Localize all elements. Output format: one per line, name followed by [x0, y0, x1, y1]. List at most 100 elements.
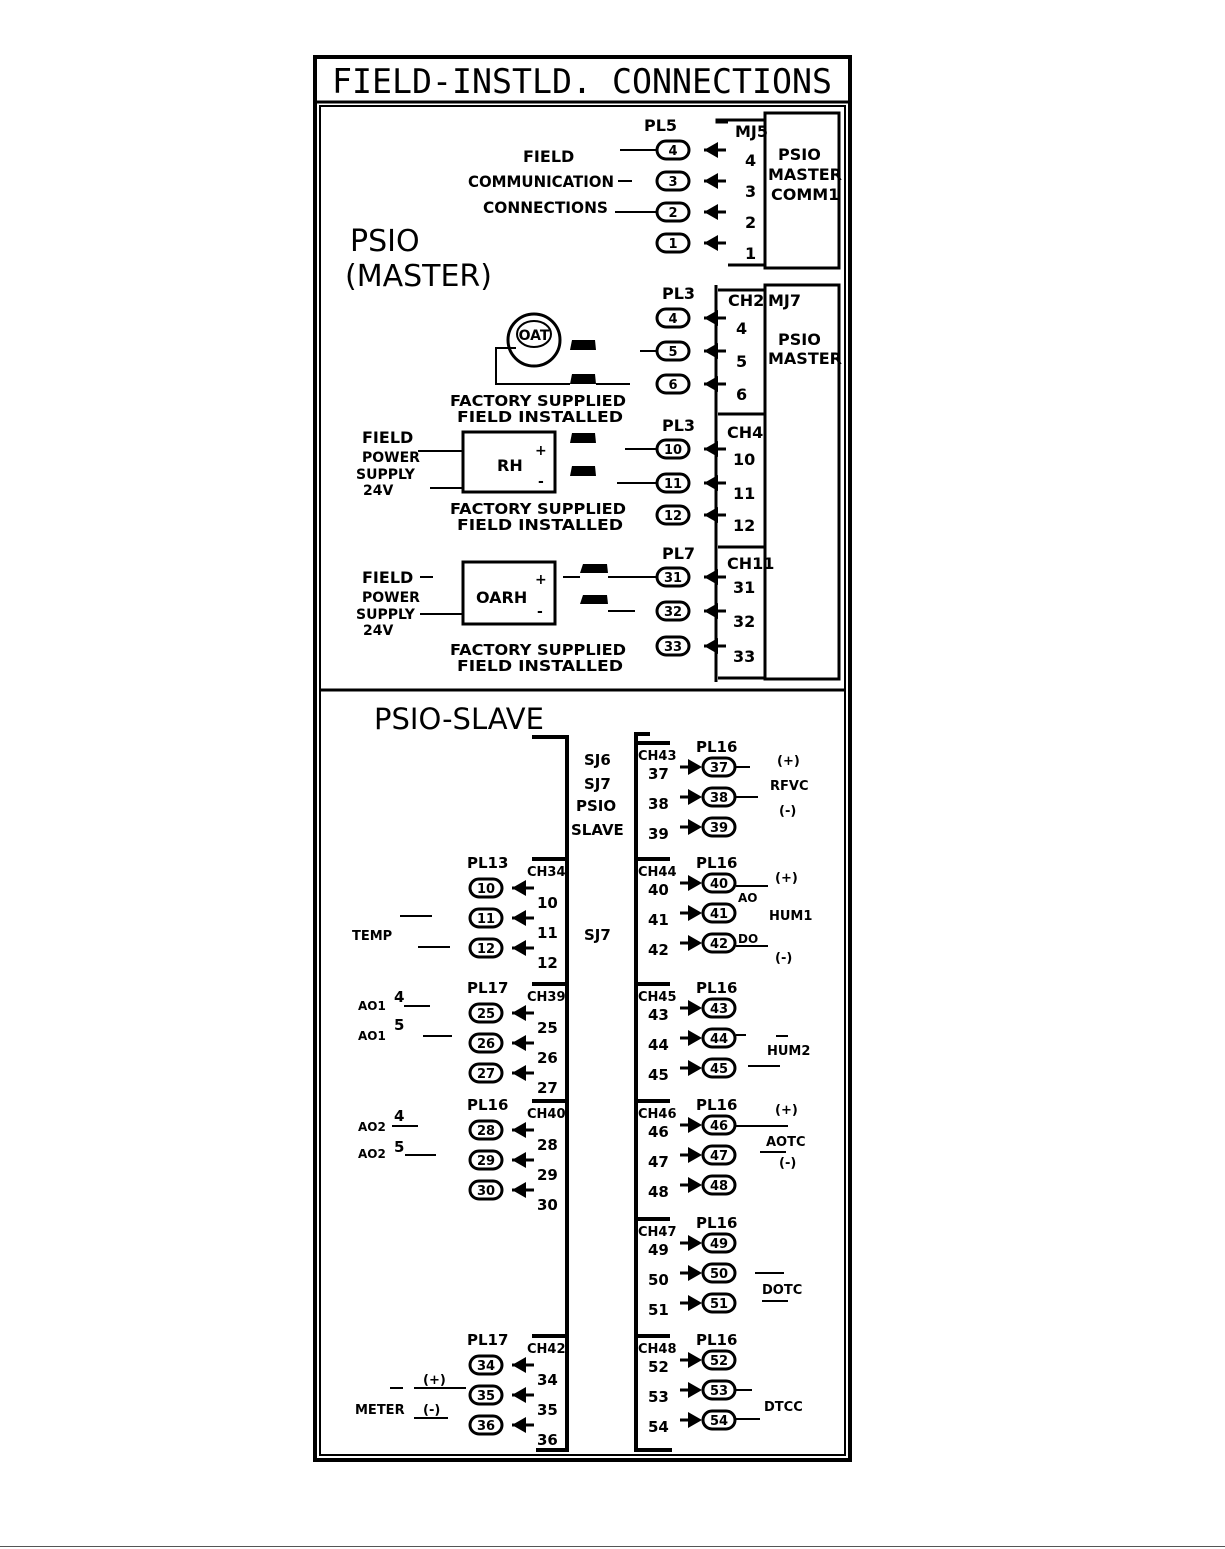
- comm-box-line2: MASTER: [768, 165, 842, 184]
- slave-right-3-pin-47-number: 47: [710, 1149, 728, 1164]
- slave-right-0-pin-39-label: 39: [648, 825, 669, 843]
- slave-left-1-pin-27-number: 27: [477, 1067, 495, 1082]
- slave-left-0-plug: PL13: [467, 854, 508, 872]
- slave-jack-line2: SJ7: [584, 775, 611, 793]
- slave-right-4-pin-50-label: 50: [648, 1271, 669, 1289]
- oarh-supply-line4: 24V: [363, 623, 393, 639]
- oarh-connector-a: [580, 564, 608, 573]
- oat-master-box: [763, 283, 841, 681]
- slave-right-5-pin-52-pill: [701, 1349, 737, 1371]
- slave-left-2-pin-28-label: 28: [537, 1136, 558, 1154]
- comm-pin-2-number: 2: [668, 206, 677, 221]
- rh-pin-12-label: 12: [733, 516, 755, 535]
- oat-note-line2: FIELD INSTALLED: [457, 408, 623, 426]
- comm-plug-label: PL5: [644, 116, 677, 135]
- rh-supply-line1: FIELD: [362, 428, 413, 447]
- slave-right-2-pin-45-label: 45: [648, 1066, 669, 1084]
- slave-left-0-pin-10-pill: [468, 877, 504, 899]
- slave-right-5-pin-54-pill: [701, 1409, 737, 1431]
- slave-left-3-pin-36-pill: [468, 1414, 504, 1436]
- slave-right-4-pin-49-label: 49: [648, 1241, 669, 1259]
- rh-plus: +: [535, 443, 547, 459]
- oarh-connector-b: [580, 595, 608, 604]
- slave-right-3-pin-46-pill: [701, 1114, 737, 1136]
- slave-right-0-pin-38-label: 38: [648, 795, 669, 813]
- ao2-a-pin: 4: [394, 1107, 404, 1125]
- comm-box-line3: COMM1: [771, 185, 839, 204]
- slave-left-3-pin-36-number: 36: [477, 1419, 495, 1434]
- slave-right-3-pin-48-number: 48: [710, 1179, 728, 1194]
- slave-left-2-pin-30-pill: [468, 1179, 504, 1201]
- slave-right-4-pin-51-label: 51: [648, 1301, 669, 1319]
- slave-right-3-pin-48-pill: [701, 1174, 737, 1196]
- slave-left-2-channel: CH40: [527, 1107, 566, 1122]
- rh-pin-10-number: 10: [664, 443, 682, 458]
- aotc-plus: (+): [775, 1103, 798, 1118]
- slave-right-5-pin-54-number: 54: [710, 1414, 728, 1429]
- slave-right-5-pin-53-number: 53: [710, 1384, 728, 1399]
- slave-left-2-pin-29-pill: [468, 1149, 504, 1171]
- slave-label: PSIO-SLAVE: [374, 702, 544, 736]
- slave-right-2-pin-44-label: 44: [648, 1036, 669, 1054]
- slave-right-0-pin-37-pill: [701, 756, 737, 778]
- hum1-label: HUM1: [769, 909, 812, 924]
- slave-right-5-pin-54-label: 54: [648, 1418, 669, 1436]
- oat-connector-b: [570, 374, 596, 384]
- comm-pin-3-label: 3: [745, 182, 756, 201]
- slave-left-3-pin-34-number: 34: [477, 1359, 495, 1374]
- slave-left-0-pin-12-number: 12: [477, 942, 495, 957]
- slave-right-4-pin-50-pill: [701, 1262, 737, 1284]
- oat-pin-4-label: 4: [736, 319, 747, 338]
- slave-right-2-plug: PL16: [696, 979, 737, 997]
- comm-bracket: [715, 118, 765, 124]
- rh-minus: -: [538, 474, 544, 490]
- oat-pin-5-pill: [655, 340, 691, 362]
- slave-left-field-labels: TEMP AO1 4 AO1 5 AO2 4 AO2 5 METER (+) (…: [352, 915, 466, 1419]
- aotc-label: AOTC: [766, 1135, 806, 1150]
- slave-right-4-plug: PL16: [696, 1214, 737, 1232]
- ao2-b-label: AO2: [358, 1147, 386, 1161]
- comm-pin-1-pill: [655, 232, 691, 254]
- slave-right-2-pin-45-number: 45: [710, 1062, 728, 1077]
- slave-left-0-pin-12-label: 12: [537, 954, 558, 972]
- slave-right-4-pin-51-pill: [701, 1292, 737, 1314]
- comm-pin-3-pill: [655, 170, 691, 192]
- inner-frame: [319, 105, 846, 1456]
- ao2-a-label: AO2: [358, 1120, 386, 1134]
- slave-left-3-pin-35-pill: [468, 1384, 504, 1406]
- rh-pin-11-label: 11: [733, 484, 755, 503]
- oarh-note-line1: FACTORY SUPPLIED: [450, 641, 626, 659]
- comm-field-line1: FIELD: [523, 147, 574, 166]
- comm-pin-4-label: 4: [745, 151, 756, 170]
- slave-left-1-pin-25-number: 25: [477, 1007, 495, 1022]
- slave-right-1-pin-40-pill: [701, 872, 737, 894]
- hum1-ao: AO: [738, 891, 758, 905]
- slave-right-1-pin-40-number: 40: [710, 877, 728, 892]
- slave-left-1-pin-25-label: 25: [537, 1019, 558, 1037]
- master-sublabel: (MASTER): [345, 259, 492, 294]
- slave-right-0-pin-38-pill: [701, 786, 737, 808]
- slave-right-4-pin-51-number: 51: [710, 1297, 728, 1312]
- rh-supply-line2: POWER: [362, 450, 420, 466]
- oat-channel-label: CH2: [728, 291, 764, 310]
- slave-left-1-channel: CH39: [527, 990, 566, 1005]
- comm-pin-4-number: 4: [668, 144, 677, 159]
- rh-connector-b: [570, 466, 596, 476]
- oat-pin-5-number: 5: [668, 345, 677, 360]
- slave-left-1-pin-26-number: 26: [477, 1037, 495, 1052]
- slave-mid-jack: SJ7: [584, 926, 611, 944]
- oarh-supply-line1: FIELD: [362, 568, 413, 587]
- slave-right-2-pin-43-label: 43: [648, 1006, 669, 1024]
- slave-right-1-channel: CH44: [638, 865, 677, 880]
- comm-pin-3-number: 3: [668, 175, 677, 190]
- oat-pin-4-number: 4: [668, 312, 677, 327]
- slave-left-2-pin-30-label: 30: [537, 1196, 558, 1214]
- hum1-plus: (+): [775, 871, 798, 886]
- oat-pin-5-label: 5: [736, 352, 747, 371]
- temp-label: TEMP: [352, 929, 392, 944]
- ao1-a-pin: 4: [394, 988, 404, 1006]
- slave-left-3-pin-35-number: 35: [477, 1389, 495, 1404]
- rh-pin-12-pill: [655, 504, 691, 526]
